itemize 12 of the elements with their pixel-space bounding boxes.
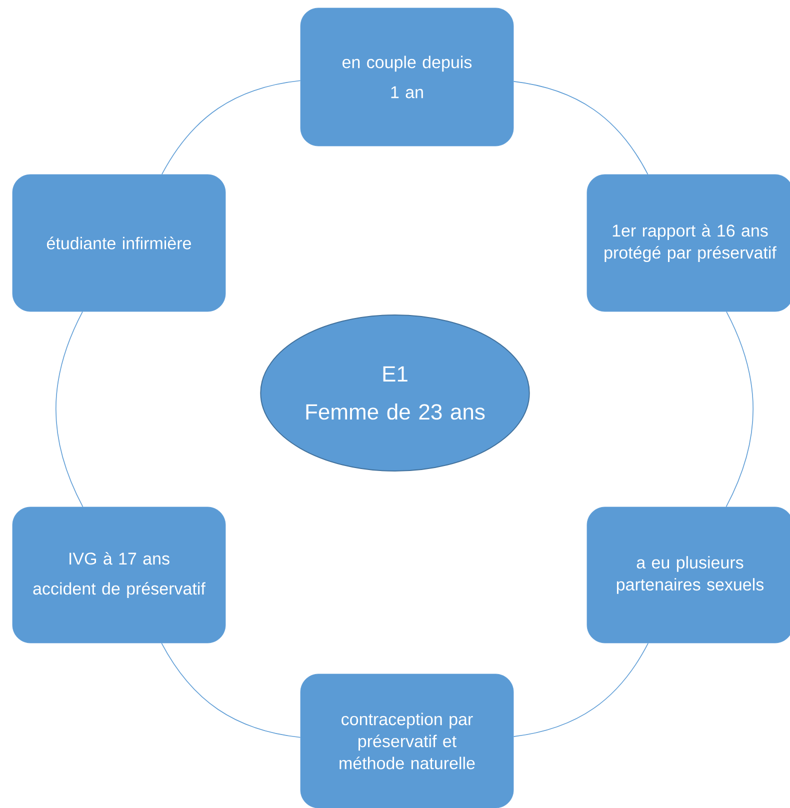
connector-arc <box>513 642 649 737</box>
rounded-box: 1er rapport à 16 ans protégé par préservatif <box>586 174 790 312</box>
connector-arc <box>56 311 84 508</box>
connector-arc <box>162 80 301 175</box>
rounded-box: étudiante infirmière <box>12 174 226 312</box>
rounded-box: IVG à 17 ans accident de préservatif <box>12 506 226 644</box>
rounded-box: contraception par préservatif et méthode naturelle <box>300 674 514 808</box>
rounded-box: en couple depuis 1 an <box>300 8 514 146</box>
connector-arc <box>513 81 648 175</box>
rounded-box: a eu plusieurs partenaires sexuels <box>586 506 790 644</box>
connector-arc <box>726 311 754 508</box>
connector-arc <box>161 642 301 738</box>
